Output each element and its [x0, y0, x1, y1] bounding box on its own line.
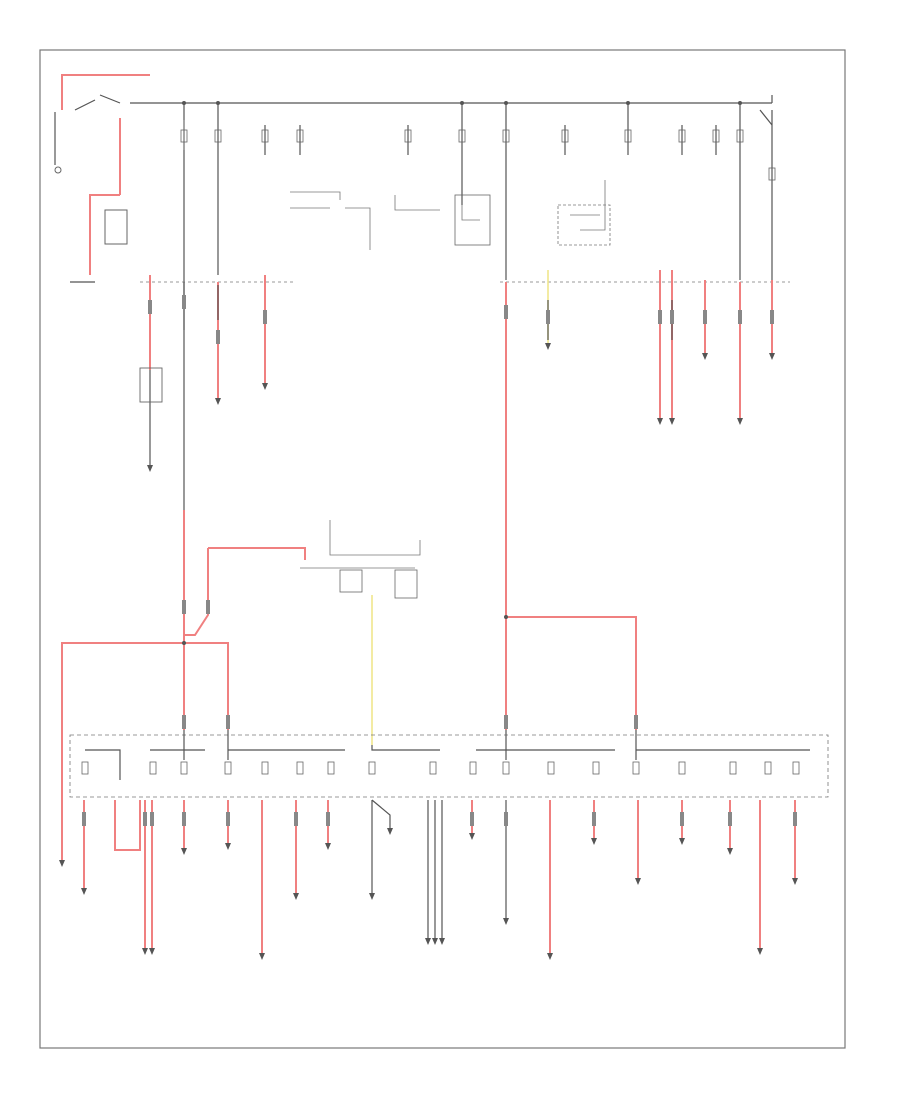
connector-markers: [82, 295, 797, 826]
top-relays: [290, 180, 611, 250]
junction-dots: [182, 101, 742, 645]
battery-feed: [54, 74, 150, 283]
lower-branches: [83, 799, 796, 955]
starter-relay-box: [104, 209, 128, 245]
diagram-frame: [39, 49, 846, 1049]
terminal-arrows: [59, 343, 798, 960]
main-verticals: [61, 320, 637, 862]
upper-branches: [139, 270, 773, 470]
top-fuse-drops: [183, 103, 773, 510]
lower-fuse-symbols: [81, 761, 800, 775]
fuse-link-box: [139, 367, 163, 403]
ignition-switch-box: [557, 204, 611, 246]
top-fuse-symbols: [180, 129, 776, 181]
central-switch-block: [300, 520, 421, 745]
lower-fuse-box: [69, 730, 829, 798]
top-power-bus: [74, 94, 773, 111]
